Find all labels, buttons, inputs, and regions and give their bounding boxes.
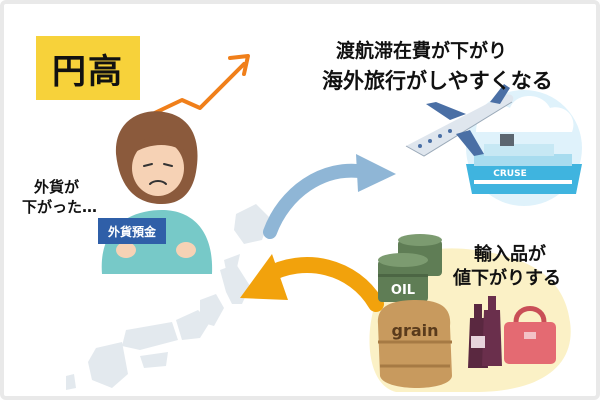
oil-barrels-icon: OIL: [378, 234, 442, 302]
deposit-book-label: 外貨預金: [108, 224, 157, 239]
person-speech-line-1: 外貨が: [34, 178, 80, 196]
handbag-icon: [504, 306, 556, 364]
rising-trend-arrow: [142, 54, 250, 120]
cruise-ship-illustration: CRUSE: [466, 90, 582, 206]
imports-text-line-1: 輸入品が: [474, 244, 546, 265]
yen-appreciation-badge: 円高: [36, 36, 140, 100]
japan-map: [66, 204, 270, 390]
wine-bottles-icon: [468, 296, 502, 368]
orange-curved-arrow: [240, 254, 384, 312]
ship-label: CRUSE: [493, 169, 526, 179]
imports-text-line-2: 値下がりする: [453, 268, 561, 289]
foreign-deposit-book: 外貨預金: [98, 218, 166, 244]
airplane-icon: [405, 84, 514, 157]
blue-curved-arrow: [263, 154, 396, 239]
headline-line-1: 渡航滞在費が下がり: [336, 40, 508, 62]
person-illustration: [101, 111, 213, 274]
grain-sack-icon: grain: [377, 300, 452, 388]
sack-label: grain: [391, 321, 438, 340]
barrel-label: OIL: [391, 283, 415, 298]
illustration-canvas: CRUSE 外貨預金: [66, 54, 582, 392]
person-speech-line-2: 下がった…: [22, 198, 98, 216]
headline-line-2: 海外旅行がしやすくなる: [322, 69, 553, 93]
